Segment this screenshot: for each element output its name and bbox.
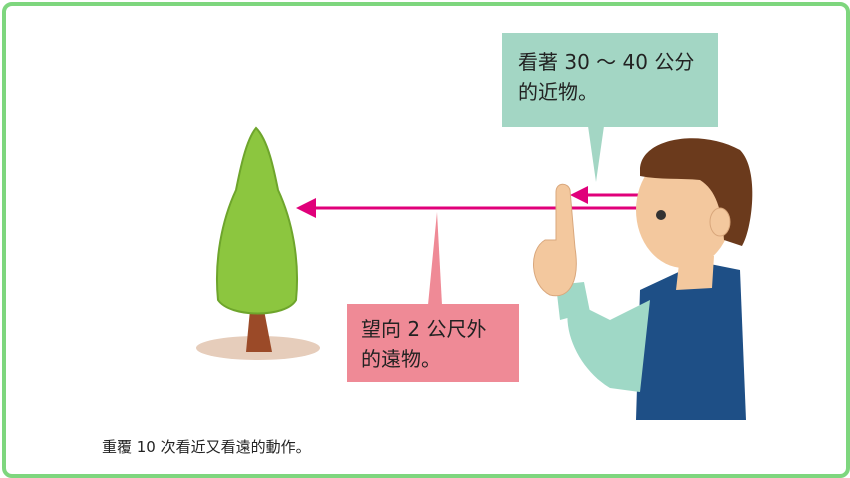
near-callout-line-1: 看著 30 ～ 40 公分 (518, 50, 695, 74)
person-icon (533, 138, 753, 420)
far-callout-line-1: 望向 2 公尺外 (361, 317, 487, 341)
tree-icon (196, 126, 320, 360)
near-callout: 看著 30 ～ 40 公分 的近物。 (502, 33, 718, 127)
far-callout: 望向 2 公尺外 的遠物。 (347, 304, 519, 382)
arrow-near (570, 186, 640, 204)
caption: 重覆 10 次看近又看遠的動作。 (102, 438, 311, 456)
far-callout-line-2: 的遠物。 (361, 347, 441, 371)
arrow-far (296, 198, 640, 218)
near-callout-line-2: 的近物。 (518, 80, 598, 104)
